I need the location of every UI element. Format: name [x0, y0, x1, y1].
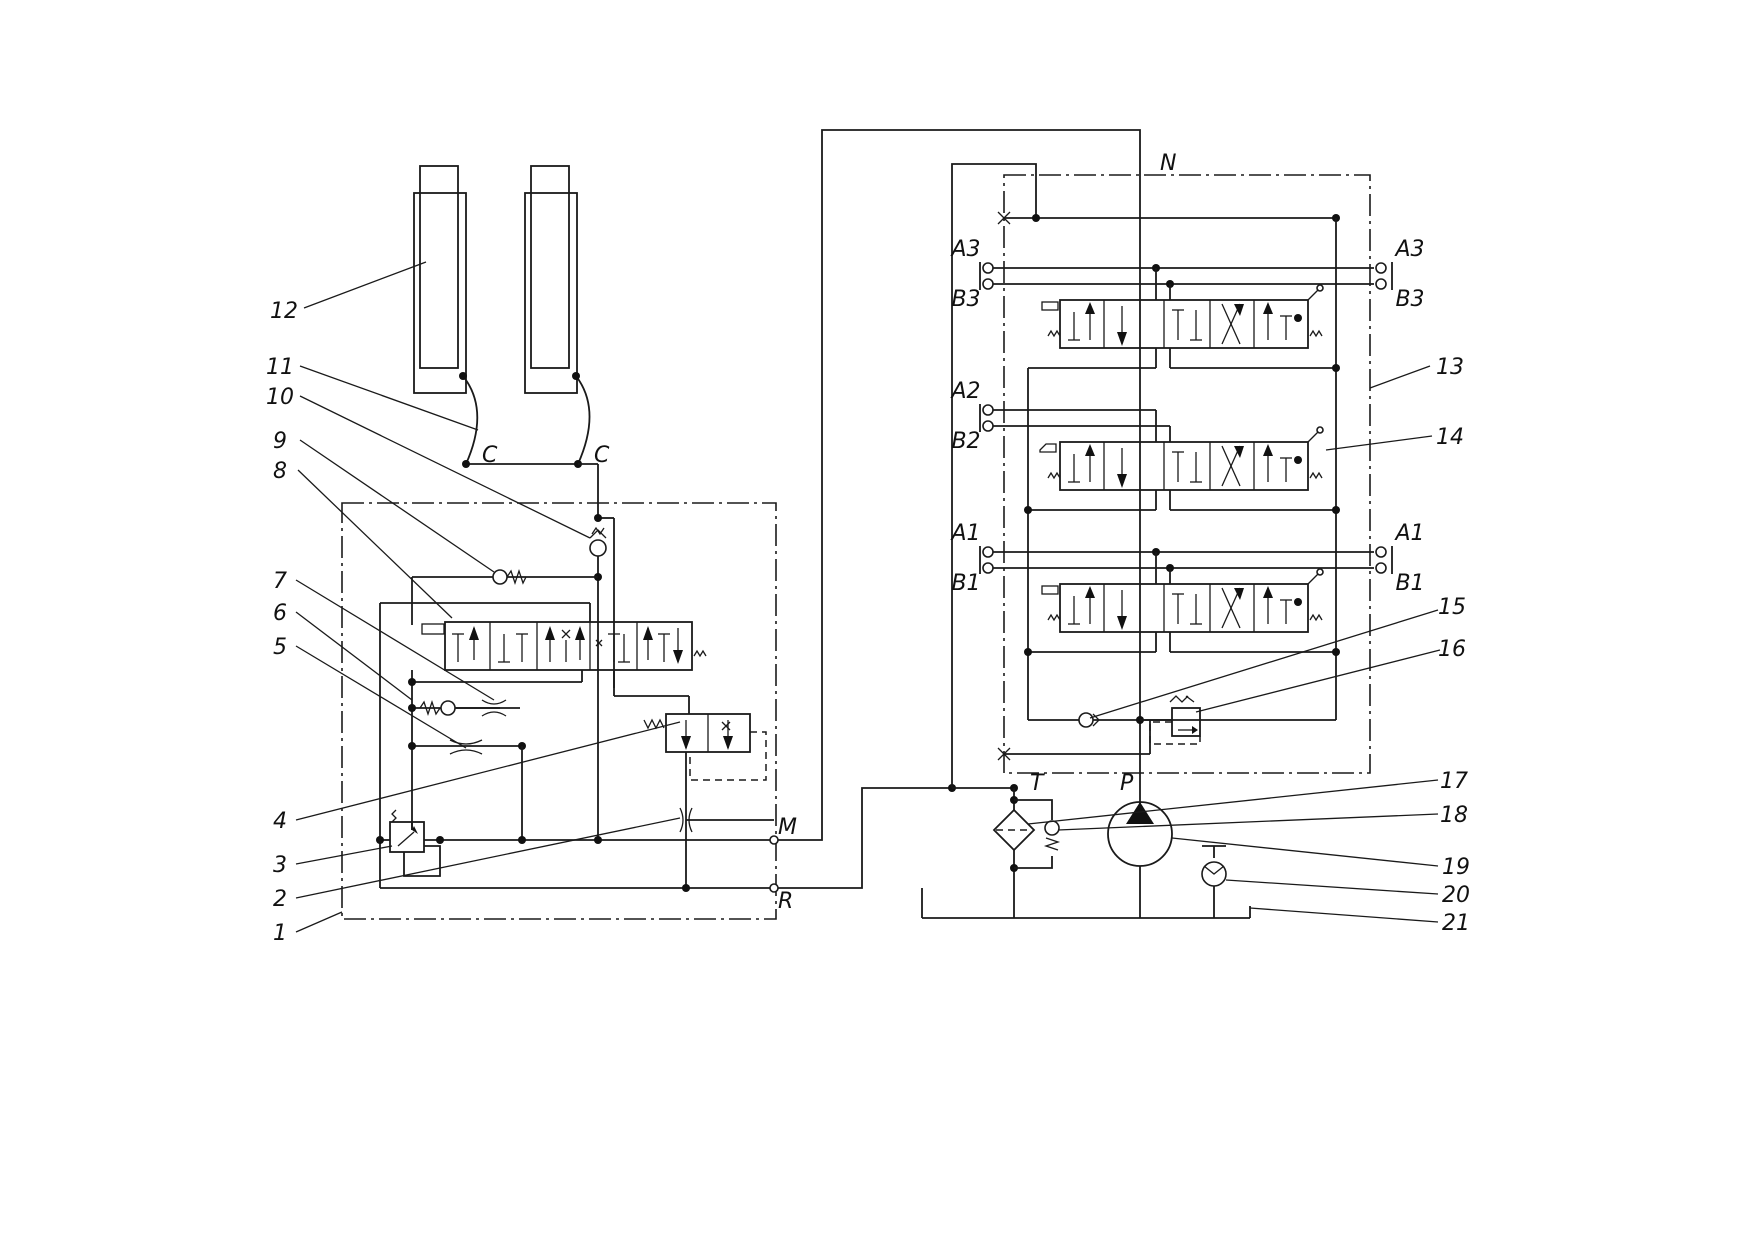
relief-valve-16: [1149, 695, 1201, 745]
port-label-a3-left: A3: [949, 237, 980, 262]
port-r: [769, 883, 779, 893]
callout-13: 13: [1436, 355, 1464, 380]
port-label-b3-left: B3: [951, 287, 980, 312]
throttle-5: [449, 739, 483, 755]
port-label-p: P: [1120, 771, 1134, 796]
port-label-b3-right: B3: [1395, 287, 1424, 312]
callout-6: 6: [273, 601, 287, 626]
directional-valve-4: [643, 713, 767, 781]
callout-10: 10: [266, 385, 294, 410]
leader-lines: [295, 261, 1441, 933]
callout-2: 2: [273, 887, 287, 912]
left-valve-block-boundary: [341, 502, 777, 920]
callout-14: 14: [1436, 425, 1464, 450]
port-label-b1-right: B1: [1395, 571, 1424, 596]
port-label-a1-right: A1: [1393, 521, 1424, 546]
section-valve-1: [1041, 568, 1324, 633]
hose-right: [575, 375, 591, 465]
relief-valve-3: [376, 809, 441, 877]
port-a3-b3-left: [979, 262, 1374, 290]
callout-21: 21: [1442, 911, 1470, 936]
port-label-m: M: [778, 815, 797, 840]
port-a1-b1-right: [1375, 546, 1393, 574]
callout-17: 17: [1440, 769, 1468, 794]
callout-18: 18: [1440, 803, 1468, 828]
port-a3-b3-right: [1375, 262, 1393, 290]
callout-16: 16: [1438, 637, 1466, 662]
check-valve-10: [589, 526, 607, 557]
port-label-b1-left: B1: [951, 571, 980, 596]
callout-4: 4: [273, 809, 287, 834]
callout-9: 9: [273, 429, 287, 454]
port-a1-b1-left: [979, 546, 1374, 574]
callout-19: 19: [1442, 855, 1470, 880]
callout-1: 1: [273, 921, 287, 946]
check-valve-9: [492, 568, 527, 586]
callout-11: 11: [266, 355, 294, 380]
cylinder-left: [413, 165, 467, 394]
callout-20: 20: [1442, 883, 1470, 908]
callout-5: 5: [273, 635, 287, 660]
cylinder-right: [524, 165, 578, 394]
port-a2-b2-left: [979, 404, 1170, 432]
directional-valve-8: [421, 621, 707, 671]
port-label-a2: A2: [949, 379, 980, 404]
port-label-r: R: [778, 889, 793, 914]
callout-15: 15: [1438, 595, 1466, 620]
port-label-a1-left: A1: [949, 521, 980, 546]
hose-left: [462, 375, 479, 465]
callout-12: 12: [270, 299, 298, 324]
callout-7: 7: [273, 569, 287, 594]
port-m: [769, 835, 779, 845]
port-label-c-left: C: [482, 443, 498, 468]
section-valve-2: [1039, 426, 1324, 491]
check-valve-18: [1043, 820, 1061, 851]
section-valve-3: [1041, 284, 1324, 349]
port-label-n: N: [1160, 151, 1176, 176]
throttle-7: [481, 699, 507, 717]
callout-8: 8: [273, 459, 287, 484]
port-label-t: T: [1030, 771, 1045, 796]
port-label-b2: B2: [951, 429, 980, 454]
filter-17: [992, 808, 1036, 852]
port-label-c-right: C: [594, 443, 610, 468]
port-label-a3-right: A3: [1393, 237, 1424, 262]
breather-20: [1201, 845, 1227, 918]
callout-3: 3: [273, 853, 287, 878]
distributor-block-boundary: [1003, 174, 1371, 774]
